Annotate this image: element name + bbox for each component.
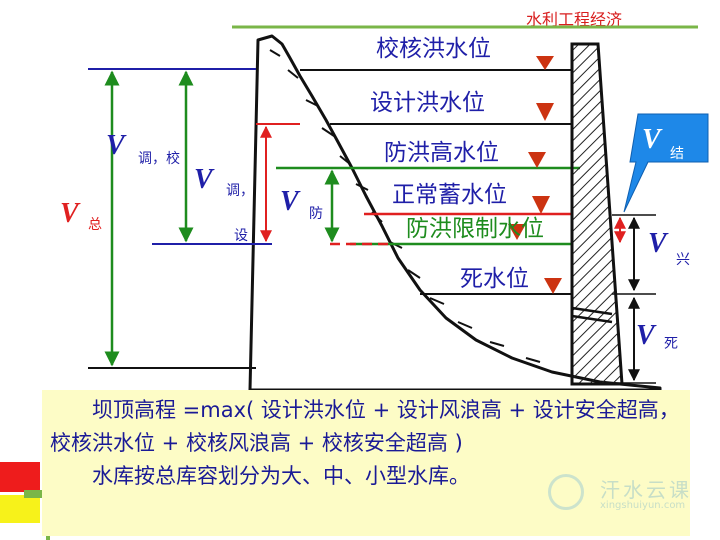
combined-callout (623, 113, 709, 213)
watermark-name: 汗水云课 (600, 478, 692, 502)
dam-outlet-2 (571, 314, 613, 324)
dam-outlet-1 (571, 306, 613, 316)
triangle-check-flood (536, 56, 554, 70)
dam-body (570, 42, 624, 386)
v-regulating-design-sub1: 调， (226, 183, 254, 199)
v-dead-main: V (636, 320, 657, 351)
dam-crest-formula: 坝顶高程 =max( 设计洪水位 + 设计风浪高 + 设计安全超高，校核洪水位 … (50, 398, 680, 455)
reservoir-diagram: 校核洪水位 设计洪水位 防洪高水位 正常蓄水位 防洪限制水位 死水位 V 总 V… (60, 25, 709, 390)
v-regulating-check-sub: 调，校 (138, 150, 180, 167)
v-beneficial-main: V (648, 228, 669, 259)
v-regulating-check-main: V (106, 130, 127, 161)
label-check-flood: 校核洪水位 (376, 36, 491, 62)
label-flood-control-high: 防洪高水位 (384, 140, 499, 166)
triangle-dead (544, 278, 562, 294)
watermark: 汗水云课 xingshuiyun.com (548, 470, 708, 516)
decor-green-bar (24, 490, 42, 498)
decor-red-block (0, 462, 40, 492)
triangle-flood-control-high (528, 152, 546, 168)
label-dead-level: 死水位 (460, 266, 529, 292)
label-normal-storage: 正常蓄水位 (392, 182, 507, 208)
v-flood-control-sub: 防 (309, 206, 323, 222)
v-regulating-design-main: V (194, 164, 215, 195)
triangle-design-flood (536, 103, 554, 121)
triangle-normal-storage (532, 196, 550, 214)
label-design-flood: 设计洪水位 (370, 90, 485, 116)
v-total-main: V (60, 198, 81, 229)
v-combined-sub: 结 (670, 146, 684, 162)
triangle-flood-limit (508, 224, 526, 240)
course-title: 水利工程经济 (526, 10, 623, 29)
v-total-sub: 总 (88, 217, 102, 233)
v-flood-control-main: V (280, 186, 301, 217)
v-beneficial-sub: 兴 (676, 252, 690, 268)
label-flood-limit: 防洪限制水位 (406, 216, 544, 242)
watermark-url: xingshuiyun.com (600, 500, 686, 511)
decor-yellow-block (0, 495, 40, 523)
watermark-logo-icon (548, 474, 584, 510)
explanation-box: 坝顶高程 =max( 设计洪水位 + 设计风浪高 + 设计安全超高，校核洪水位 … (42, 390, 690, 536)
reservoir-classification: 水库按总库容划分为大、中、小型水库。 (92, 464, 470, 488)
v-dead-sub: 死 (664, 336, 678, 352)
v-regulating-design-sub2: 设 (234, 228, 248, 244)
v-combined-main: V (642, 124, 663, 155)
